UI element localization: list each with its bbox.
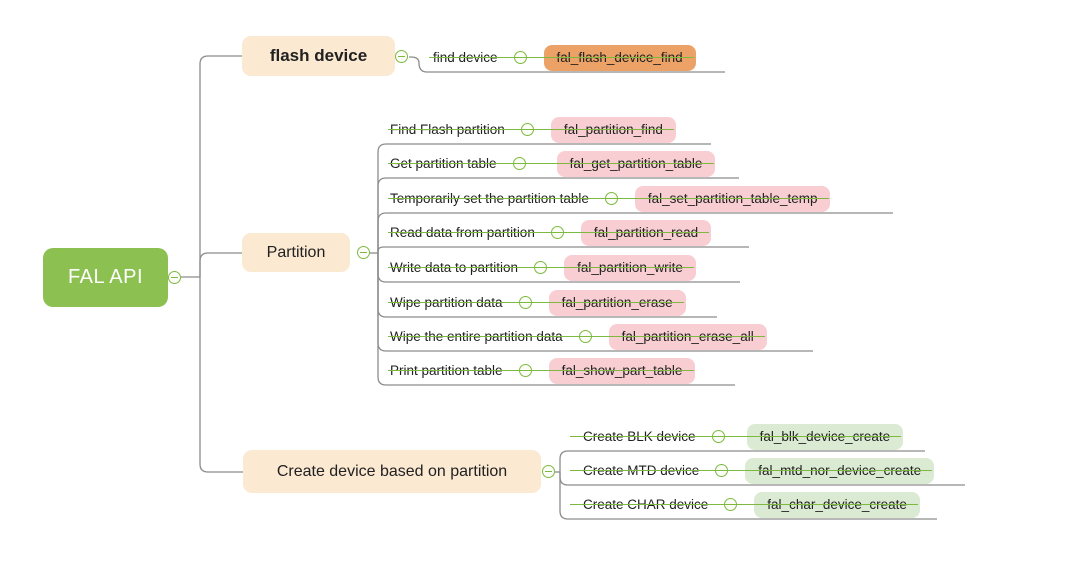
- leaf-row: Print partition table fal_show_part_tabl…: [386, 356, 696, 385]
- leaf-row: Read data from partition fal_partition_r…: [386, 218, 712, 247]
- leaf-row: Temporarily set the partition table fal_…: [386, 184, 831, 213]
- leaf-row: Create MTD device fal_mtd_nor_device_cre…: [568, 456, 935, 485]
- collapse-icon[interactable]: [513, 51, 527, 64]
- collapse-icon[interactable]: [724, 498, 738, 511]
- topic-node-create-device[interactable]: Create device based on partition: [243, 450, 541, 493]
- root-label: FAL API: [67, 266, 144, 288]
- collapse-icon[interactable]: [534, 261, 548, 274]
- topic-label: flash device: [269, 46, 368, 65]
- leaf-row: Create CHAR device fal_char_device_creat…: [568, 490, 920, 519]
- leaf-row: Find Flash partition fal_partition_find: [386, 115, 676, 144]
- root-node-fal-api[interactable]: FAL API: [43, 248, 168, 307]
- leaf-row: Get partition table fal_get_partition_ta…: [386, 149, 716, 178]
- topic-node-flash-device[interactable]: flash device: [242, 36, 395, 76]
- topic-label: Partition: [266, 243, 326, 261]
- leaf-row: Wipe partition data fal_partition_erase: [386, 288, 686, 317]
- collapse-icon[interactable]: [168, 271, 181, 284]
- collapse-icon[interactable]: [520, 123, 534, 136]
- collapse-icon[interactable]: [518, 296, 532, 309]
- collapse-icon[interactable]: [542, 465, 555, 478]
- collapse-icon[interactable]: [578, 330, 592, 343]
- leaf-row-find-device: find device fal_flash_device_find: [427, 43, 696, 72]
- collapse-icon[interactable]: [711, 430, 725, 443]
- leaf-row: Write data to partition fal_partition_wr…: [386, 253, 696, 282]
- leaf-row: Create BLK device fal_blk_device_create: [568, 422, 904, 451]
- collapse-icon[interactable]: [550, 226, 564, 239]
- topic-node-partition[interactable]: Partition: [242, 233, 350, 272]
- collapse-icon[interactable]: [518, 364, 532, 377]
- topic-label: Create device based on partition: [276, 462, 508, 480]
- collapse-icon[interactable]: [395, 50, 408, 63]
- leaf-row: Wipe the entire partition data fal_parti…: [386, 322, 767, 351]
- collapse-icon[interactable]: [715, 464, 729, 477]
- collapse-icon[interactable]: [512, 157, 526, 170]
- collapse-icon[interactable]: [604, 192, 618, 205]
- collapse-icon[interactable]: [357, 246, 370, 259]
